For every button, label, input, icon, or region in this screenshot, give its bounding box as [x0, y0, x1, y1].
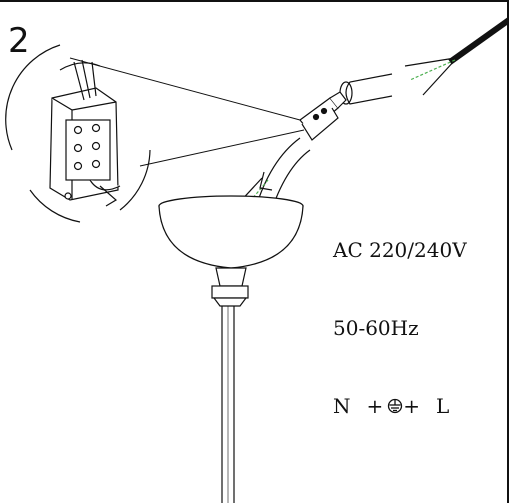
detail-circle [5, 44, 151, 223]
terminal-legend: N + + L [333, 393, 467, 419]
electrical-spec: AC 220/240V 50-60Hz N + + L [333, 185, 467, 471]
step-number: 2 [8, 21, 30, 61]
detail-terminal-closeup [49, 59, 121, 207]
ceiling-canopy [158, 195, 304, 269]
frame-right-border [507, 0, 509, 503]
mains-cable [339, 17, 509, 105]
detail-leader-lines [69, 57, 305, 167]
terminal-live-label: L [436, 394, 450, 418]
terminal-block [299, 91, 347, 141]
suspension-rod [211, 267, 249, 503]
frame-top-border [0, 0, 509, 2]
terminal-plus-label-2: + [403, 394, 421, 418]
frequency-label: 50-60Hz [333, 316, 419, 340]
earth-ground-symbol-icon [388, 398, 403, 414]
terminal-plus-label-1: + [366, 394, 384, 418]
terminal-neutral-label: N [333, 394, 351, 418]
voltage-label: AC 220/240V [333, 238, 467, 262]
